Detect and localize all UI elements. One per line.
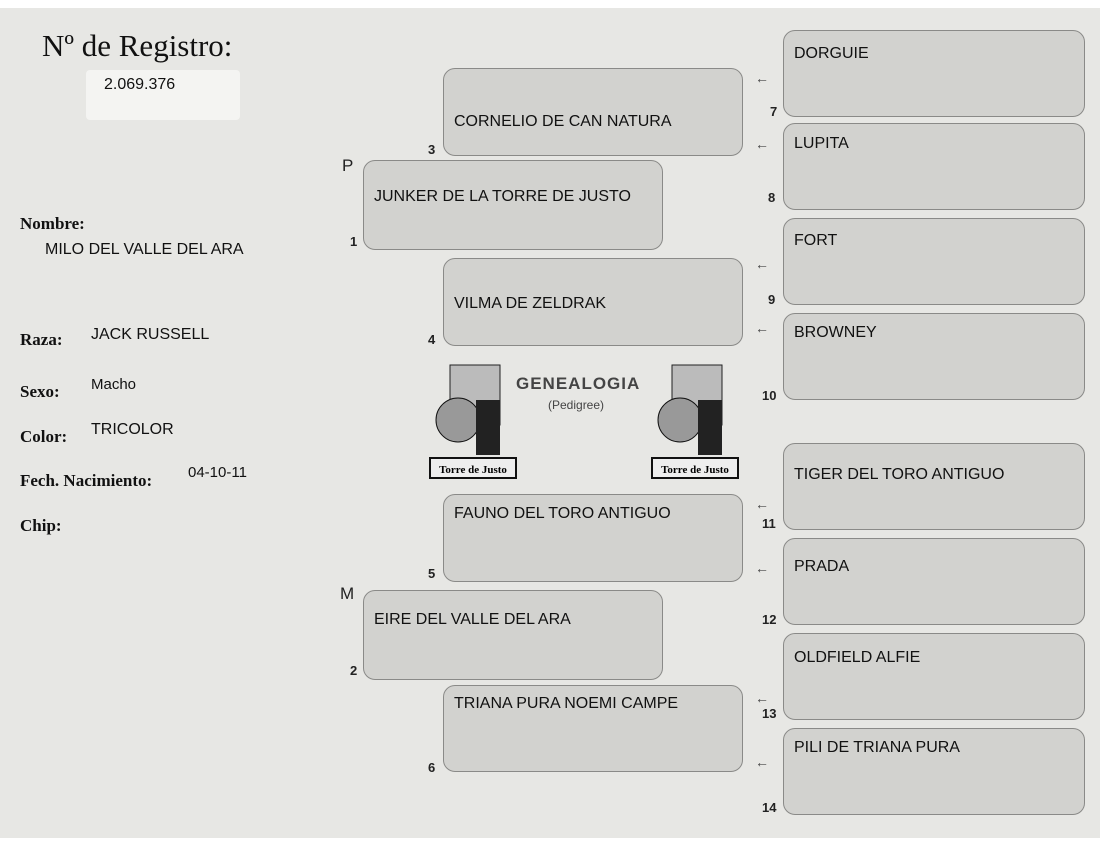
ancestor-name: BROWNEY (794, 324, 877, 341)
nombre-label: Nombre: (20, 214, 85, 233)
genealogia-title: GENEALOGIA (516, 374, 641, 393)
ancestor-box-9: FORT (783, 218, 1085, 305)
ancestor-number: 5 (428, 566, 436, 581)
ancestor-number: 3 (428, 142, 436, 157)
pedigree-subtitle: (Pedigree) (548, 398, 605, 412)
color-value: TRICOLOR (91, 421, 174, 438)
ancestor-name: FAUNO DEL TORO ANTIGUO (454, 505, 671, 522)
ancestor-box-8: LUPITA (783, 123, 1085, 210)
arrow-left-icon: ← (755, 320, 769, 336)
sexo-value: Macho (91, 376, 137, 393)
ancestor-box-12: PRADA (783, 538, 1085, 625)
ancestor-name: CORNELIO DE CAN NATURA (454, 113, 672, 130)
color-label: Color: (20, 427, 68, 446)
ancestor-name: PILI DE TRIANA PURA (794, 739, 960, 756)
arrow-left-icon: ← (755, 754, 769, 770)
ancestor-number: 6 (428, 760, 436, 775)
raza-value: JACK RUSSELL (91, 326, 210, 343)
ancestor-number: 9 (768, 292, 776, 307)
nacimiento-label: Fech. Nacimiento: (20, 471, 153, 490)
ancestor-name: LUPITA (794, 135, 849, 152)
ancestor-number: 7 (770, 104, 778, 119)
ancestor-number: 4 (428, 332, 436, 347)
ancestor-number: 2 (350, 663, 358, 678)
ancestor-box-4: VILMA DE ZELDRAK (443, 258, 743, 346)
sire-marker: P (342, 156, 354, 175)
ancestor-number: 1 (350, 234, 358, 249)
registration-box (86, 70, 240, 120)
registration-title: Nº de Registro: (42, 28, 233, 63)
ancestor-box-7: DORGUIE (783, 30, 1085, 117)
arrow-left-icon: ← (755, 560, 769, 576)
ancestor-box-6: TRIANA PURA NOEMI CAMPE (443, 685, 743, 772)
tower-dog-logo-right: Torre de Justo (651, 364, 739, 479)
ancestor-name: TRIANA PURA NOEMI CAMPE (454, 695, 679, 712)
ancestor-number: 14 (762, 800, 777, 815)
ancestor-box-10: BROWNEY (783, 313, 1085, 400)
ancestor-number: 13 (762, 706, 777, 721)
ancestor-name: VILMA DE ZELDRAK (454, 295, 607, 312)
ancestor-box-2: EIRE DEL VALLE DEL ARA (363, 590, 663, 680)
ancestor-name: JUNKER DE LA TORRE DE JUSTO (374, 188, 631, 205)
ancestor-name: FORT (794, 232, 838, 249)
chip-label: Chip: (20, 516, 62, 535)
ancestor-box-13: OLDFIELD ALFIE (783, 633, 1085, 720)
nombre-value: MILO DEL VALLE DEL ARA (45, 241, 244, 258)
registration-number: 2.069.376 (104, 76, 176, 93)
ancestor-name: PRADA (794, 558, 850, 575)
ancestor-box-1: JUNKER DE LA TORRE DE JUSTO (363, 160, 663, 250)
dam-marker: M (340, 584, 355, 603)
arrow-left-icon: ← (755, 136, 769, 152)
ancestor-name: DORGUIE (794, 45, 869, 62)
nacimiento-value: 04-10-11 (188, 464, 247, 481)
pedigree-document: Nº de Registro: 2.069.376 Nombre: MILO D… (0, 8, 1100, 838)
raza-label: Raza: (20, 330, 63, 349)
svg-text:Torre de Justo: Torre de Justo (439, 464, 507, 476)
ancestor-box-5: FAUNO DEL TORO ANTIGUO (443, 494, 743, 582)
arrow-left-icon: ← (755, 256, 769, 272)
ancestor-number: 10 (762, 388, 777, 403)
arrow-left-icon: ← (755, 496, 769, 512)
sexo-label: Sexo: (20, 382, 60, 401)
ancestor-number: 11 (762, 516, 776, 531)
ancestor-box-11: TIGER DEL TORO ANTIGUO (783, 443, 1085, 530)
arrow-left-icon: ← (755, 690, 769, 706)
ancestor-number: 8 (768, 190, 776, 205)
ancestor-box-3: CORNELIO DE CAN NATURA (443, 68, 743, 156)
arrow-left-icon: ← (755, 70, 769, 86)
ancestor-name: EIRE DEL VALLE DEL ARA (374, 611, 571, 628)
ancestor-number: 12 (762, 612, 777, 627)
ancestor-name: OLDFIELD ALFIE (794, 649, 921, 666)
tower-dog-logo-left: Torre de Justo (429, 364, 517, 479)
ancestor-name: TIGER DEL TORO ANTIGUO (794, 466, 1005, 483)
ancestor-box-14: PILI DE TRIANA PURA (783, 728, 1085, 815)
svg-text:Torre de Justo: Torre de Justo (661, 464, 729, 476)
